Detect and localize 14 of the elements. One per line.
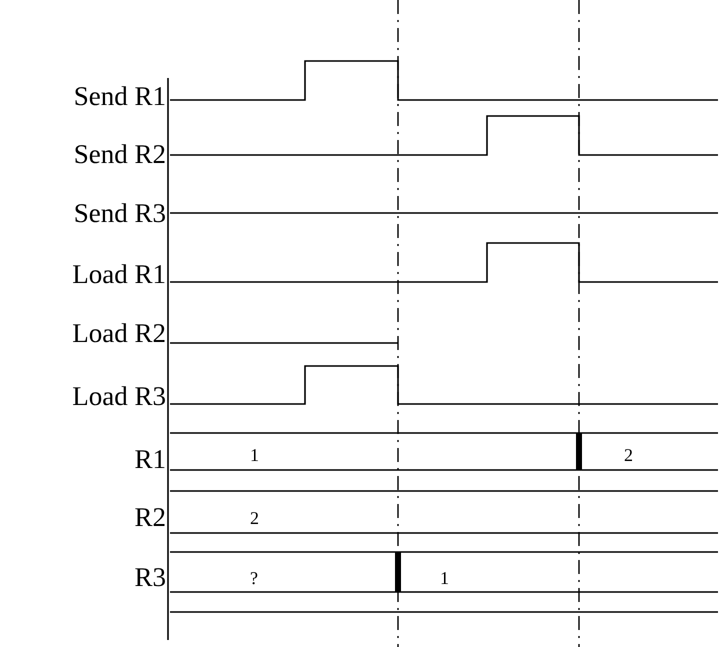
register-value: 1 xyxy=(440,568,449,588)
signal-name: R1 xyxy=(134,444,166,474)
signal-name: R3 xyxy=(134,562,166,592)
signal-name: Load R2 xyxy=(72,318,166,348)
register-value: 1 xyxy=(250,445,259,465)
register-value: 2 xyxy=(624,445,633,465)
signal-name: Load R3 xyxy=(72,381,166,411)
register-value: 2 xyxy=(250,508,259,528)
signal-name: Send R2 xyxy=(74,139,166,169)
signal-name: R2 xyxy=(134,502,166,532)
signal-name: Send R1 xyxy=(74,81,166,111)
register-value: ? xyxy=(250,568,258,588)
signal-name: Send R3 xyxy=(74,198,166,228)
signal-name: Load R1 xyxy=(72,259,166,289)
